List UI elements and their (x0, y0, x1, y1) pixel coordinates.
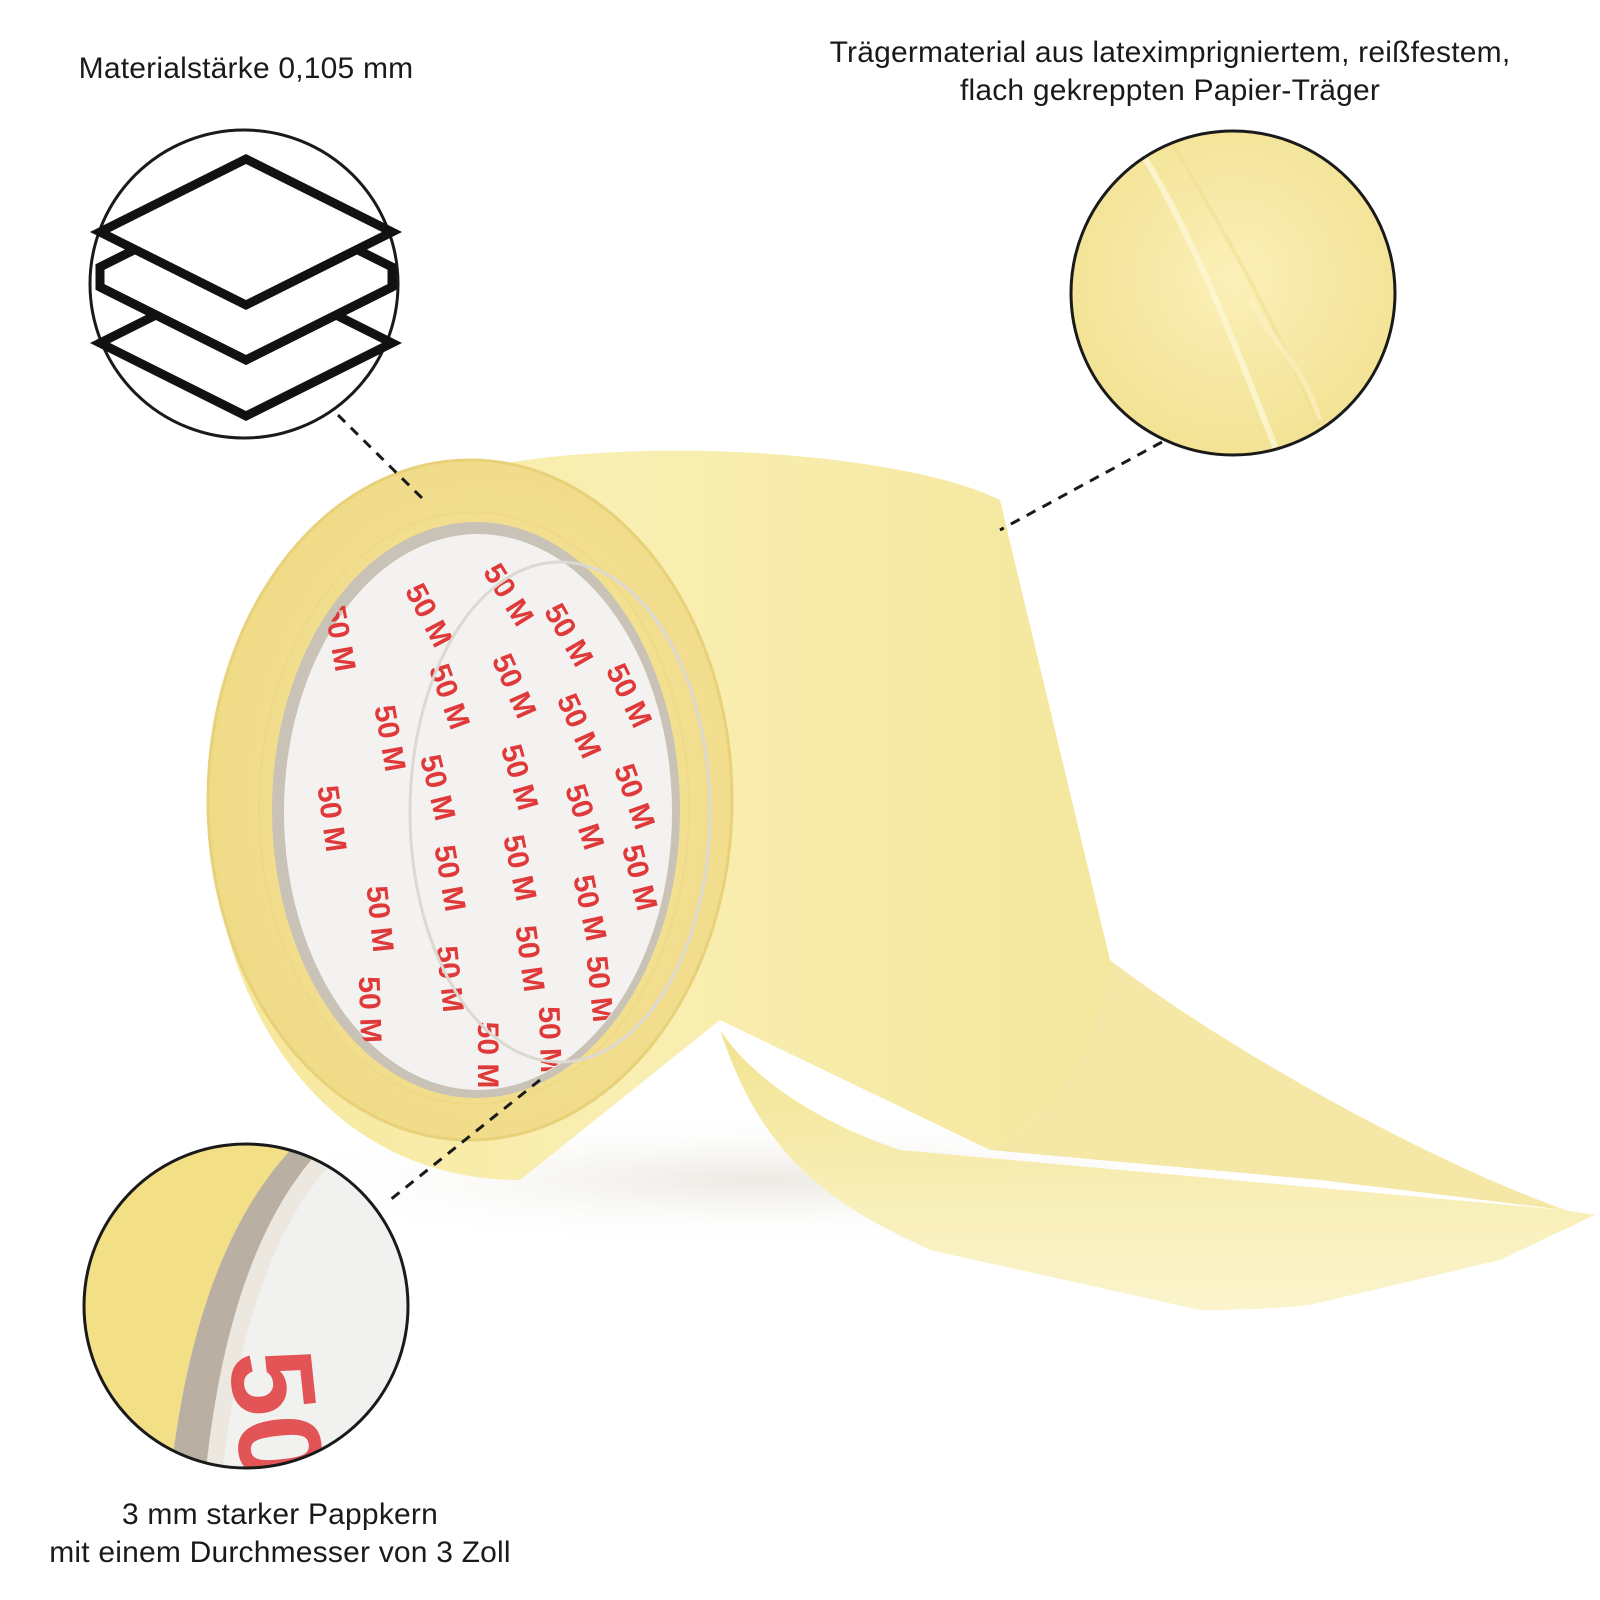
cardboard-core-inside (284, 534, 672, 1090)
core-line-1: 3 mm starker Pappkern (122, 1498, 438, 1531)
carrier-line-2: flach gekreppten Papier-Träger (959, 74, 1381, 107)
tape-roll: 50 M50 M50 M50 M50 M50 M50 M50 M50 M50 M… (206, 450, 1595, 1310)
core-label: 3 mm starker Pappkern mit einem Durchmes… (10, 1496, 550, 1572)
core-print-text: 50 M (352, 976, 387, 1044)
zoom-circle-core: 50 (82, 1142, 410, 1470)
leader-line-core (389, 1078, 541, 1202)
tape-roll-layer-line (236, 492, 708, 1118)
thickness-text: Materialstärke 0,105 mm (78, 52, 414, 85)
leader-line-thickness (336, 413, 426, 502)
carrier-material-label: Trägermaterial aus lateximprigniertem, r… (790, 34, 1550, 110)
zoom-circle-carrier (1069, 129, 1397, 457)
thickness-label: Materialstärke 0,105 mm (36, 50, 456, 88)
carrier-line-1: Trägermaterial aus lateximprigniertem, r… (829, 36, 1511, 69)
core-inner-shading (408, 560, 712, 1064)
tape-roll-layer-line (258, 511, 690, 1105)
stacked-layers-icon (89, 153, 403, 422)
tape-strip (720, 1030, 1595, 1310)
core-line-2: mit einem Durchmesser von 3 Zoll (49, 1536, 511, 1569)
tape-strip-underside (990, 960, 1565, 1210)
leader-line-carrier (999, 440, 1163, 532)
tape-roll-side-edge (206, 458, 734, 1142)
zoom-circle-thickness (88, 128, 403, 440)
core-print-text: 50 M (360, 884, 400, 954)
